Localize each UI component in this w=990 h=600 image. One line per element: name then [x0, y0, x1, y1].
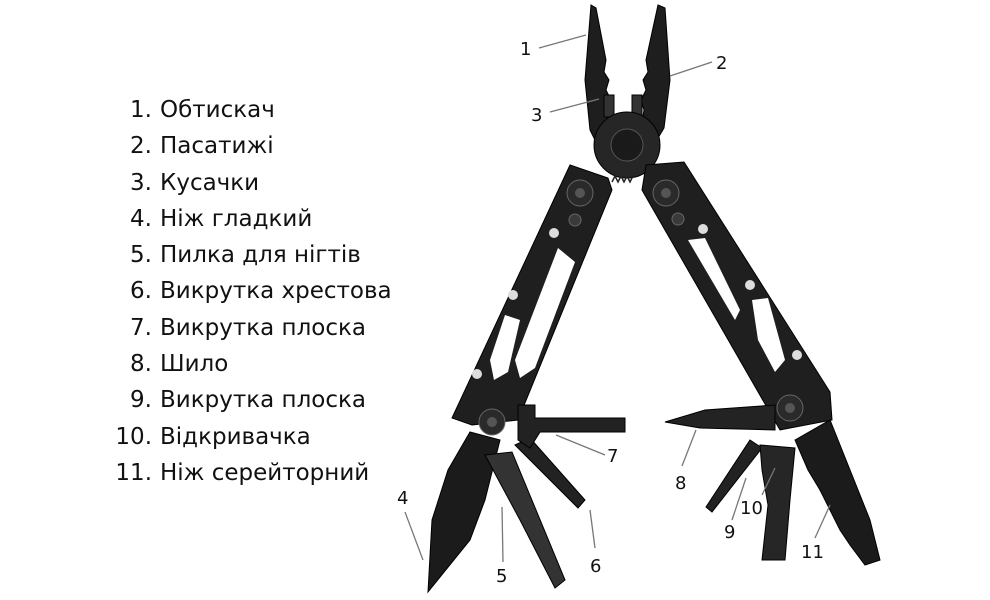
flat-screwdriver-9: [705, 439, 763, 513]
legend-item-2: 2.Пасатижі: [130, 133, 274, 160]
legend-item-9: 9.Викрутка плоска: [130, 387, 366, 414]
right-jaw: [639, 4, 671, 149]
left-tools: [427, 404, 626, 594]
callout-1: 1: [520, 39, 531, 60]
legend-item-5: 5.Пилка для нігтів: [130, 242, 361, 269]
flat-screwdriver-7: [517, 404, 626, 449]
parts-legend: 1.Обтискач 2.Пасатижі 3.Кусачки 4.Ніж гл…: [104, 92, 392, 491]
plier-jaws: [584, 4, 671, 179]
legend-item-11: 11.Ніж серейторний: [115, 459, 370, 486]
spring: [611, 174, 634, 184]
callout-numbers: 1 2 3 4 5 6 7 8 9 10 11: [397, 39, 824, 587]
legend-item-4: 4.Ніж гладкий: [130, 205, 313, 232]
callout-3: 3: [531, 105, 542, 126]
callout-8: 8: [675, 473, 686, 494]
callout-2: 2: [716, 53, 727, 74]
callout-7: 7: [607, 446, 618, 467]
legend-item-10: 10.Відкривачка: [115, 423, 311, 450]
callout-9: 9: [724, 522, 735, 543]
legend-item-1: 1.Обтискач: [130, 97, 275, 123]
legend-item-8: 8.Шило: [130, 351, 229, 378]
legend-item-3: 3.Кусачки: [130, 169, 260, 196]
legend-item-7: 7.Викрутка плоска: [130, 314, 366, 341]
callout-6: 6: [590, 556, 601, 577]
leader-lines: [404, 34, 831, 563]
left-handle: [451, 164, 613, 426]
serrated-knife: [794, 419, 881, 566]
callout-11: 11: [801, 542, 824, 563]
legend-item-6: 6.Викрутка хрестова: [130, 278, 392, 305]
cutter-left: [603, 94, 615, 118]
callout-10: 10: [740, 498, 763, 519]
right-tools: [664, 394, 881, 566]
callout-4: 4: [397, 488, 408, 509]
callout-5: 5: [496, 566, 507, 587]
pivot-cap: [610, 128, 644, 162]
smooth-knife-blade: [427, 431, 501, 594]
right-handle: [641, 161, 833, 431]
awl: [664, 404, 776, 431]
bottle-opener: [759, 444, 796, 561]
nail-file: [484, 451, 566, 589]
